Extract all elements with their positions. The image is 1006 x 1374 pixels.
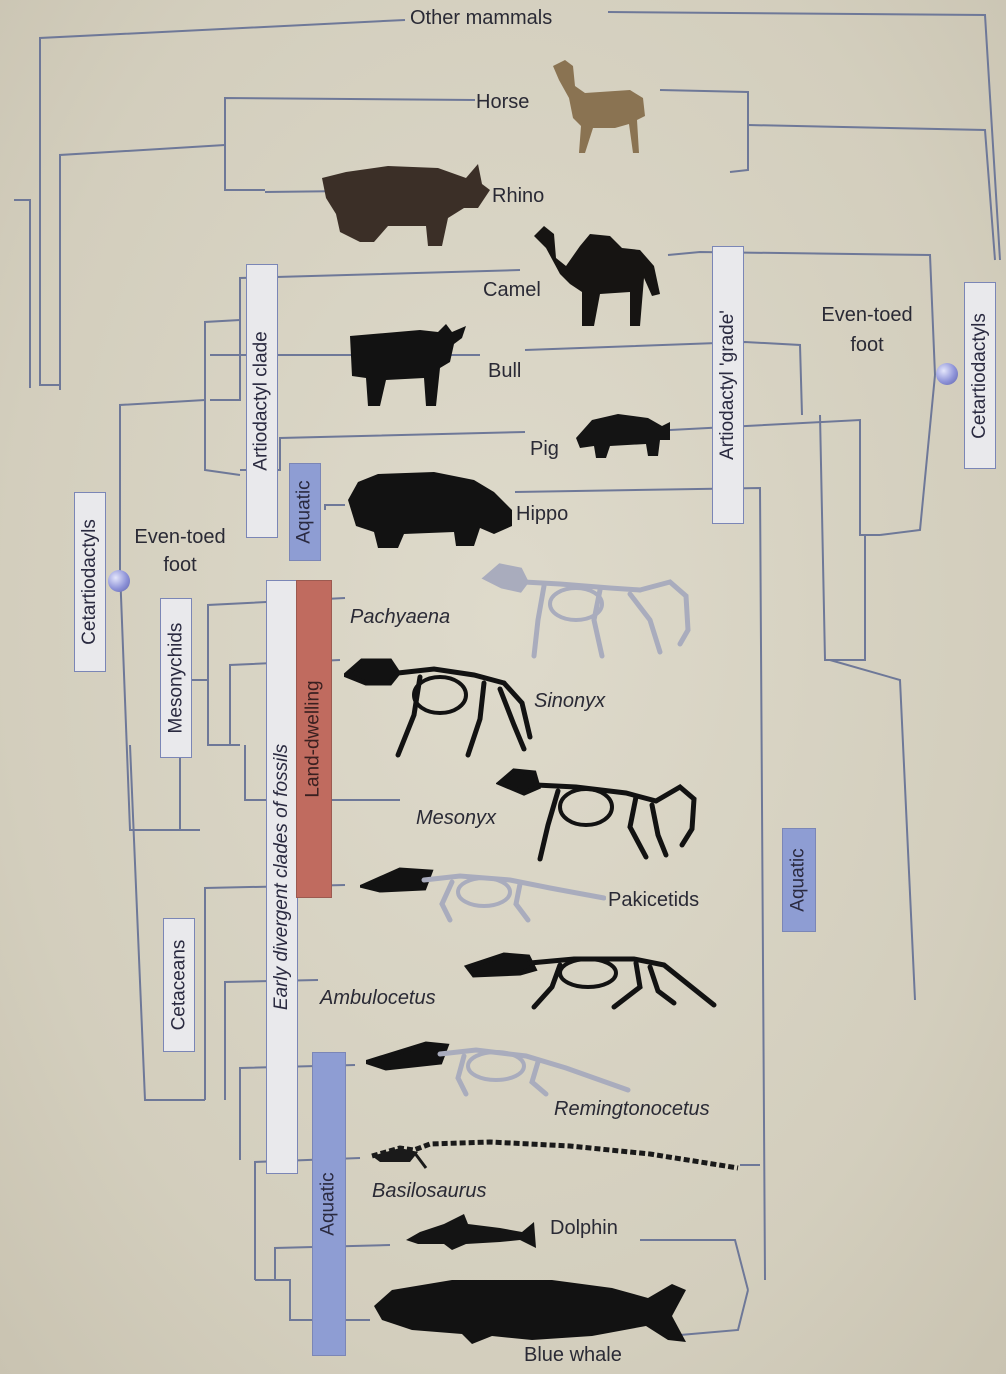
branch-cetart-right [880,375,935,535]
taxon-ambulocetus: Ambulocetus [320,988,436,1008]
dolphin-silhouette-icon [404,1212,538,1252]
aquatic-whales-label: Aquatic [312,1052,346,1356]
taxon-bull: Bull [488,361,521,381]
taxon-hippo: Hippo [516,504,568,524]
taxon-basilosaurus: Basilosaurus [372,1181,487,1201]
taxon-rhino: Rhino [492,186,544,206]
land-dwelling-label: Land-dwelling [296,580,332,898]
branch-hippo [325,505,345,510]
blue-sphere-node-icon [936,363,958,385]
horse-silhouette-icon [545,58,650,158]
aquatic-hippo-label: Aquatic [289,463,321,561]
branch-outer-right [830,660,915,1000]
branch-artio-right-join [820,415,865,660]
early-divergent-label: Early divergent clades of fossils [266,580,298,1174]
branch-horse-rhino-right [748,125,995,260]
branch-pig [240,432,525,470]
taxon-mesonyx: Mesonyx [416,808,496,828]
taxon-other-mammals: Other mammals [410,8,552,28]
cetartiodactyls-left-label: Cetartiodactyls [74,492,106,672]
branch-other-mammals-right [608,12,1000,260]
hippo-silhouette-icon [344,470,516,550]
taxon-horse: Horse [476,92,529,112]
artiodactyl-clade-label: Artiodactyl clade [246,264,278,538]
taxon-pachyaena: Pachyaena [350,607,450,627]
branch-root-stub [14,200,30,388]
basilosaurus-skeleton-icon [370,1138,740,1174]
taxon-dolphin: Dolphin [550,1218,618,1238]
bull-silhouette-icon [346,322,470,408]
pig-silhouette-icon [574,410,672,460]
rhino-silhouette-icon [318,160,490,250]
taxon-remingtonocetus: Remingtonocetus [554,1099,710,1119]
aquatic-right-label: Aquatic [782,828,816,932]
taxon-pakicetids: Pakicetids [608,890,699,910]
branch-horse-rhino [60,145,225,390]
ambulocetus-skeleton-icon [464,945,720,1013]
branch-bluewhale-right [680,1290,748,1335]
taxon-sinonyx: Sinonyx [534,691,605,711]
mesonychids-label: Mesonychids [160,598,192,758]
mesonyx-skeleton-icon [496,765,698,863]
artiodactyl-grade-label: Artiodactyl 'grade' [712,246,744,524]
cetaceans-label: Cetaceans [163,918,195,1052]
branch-horse-right [660,90,748,172]
branch-bull-camel [205,320,240,475]
even-toed-foot-left-label: Even-toed foot [124,523,236,579]
branch-pig-right [670,420,880,535]
taxon-pig: Pig [530,439,559,459]
taxon-blue-whale: Blue whale [524,1345,622,1365]
sinonyx-skeleton-icon [344,655,536,759]
cetartiodactyls-right-label: Cetartiodactyls [964,282,996,469]
remingtonocetus-skeleton-icon [366,1034,632,1098]
blue-whale-silhouette-icon [372,1276,688,1348]
camel-silhouette-icon [530,222,662,330]
even-toed-foot-right-label: Even-toed foot [806,300,928,360]
pakicetid-skeleton-icon [360,860,606,924]
pachyaena-skeleton-icon [480,560,696,660]
branch-bull-right [525,342,802,415]
